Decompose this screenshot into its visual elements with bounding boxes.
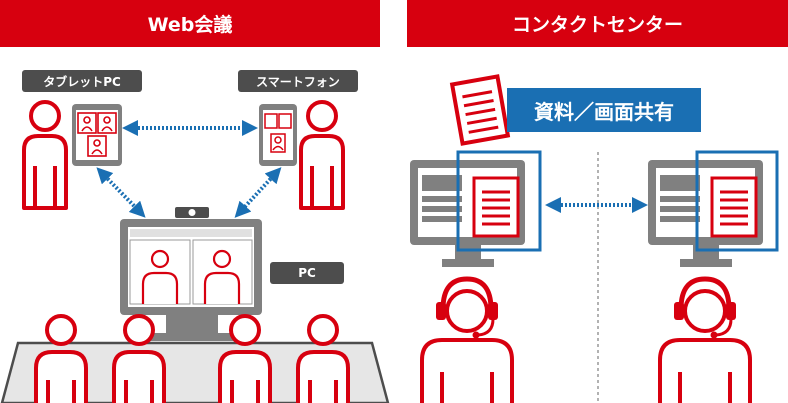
pc-label: PC: [270, 262, 344, 284]
sync-arrow: [234, 167, 282, 218]
conference-monitor-icon: [120, 219, 262, 341]
operator-monitor-icon: [410, 150, 542, 267]
camera-icon: [175, 207, 209, 218]
tablet-label: タブレットPC: [22, 70, 142, 92]
contact-center-header: コンタクトセンター: [407, 0, 788, 47]
attendee-icon: [296, 314, 350, 403]
smartphone-icon: [259, 104, 297, 166]
attendee-icon: [34, 314, 88, 403]
person-icon: [299, 100, 345, 210]
smartphone-label: スマートフォン: [238, 70, 358, 92]
web-meeting-header: Web会議: [0, 0, 380, 47]
attendee-icon: [112, 314, 166, 403]
meeting-table: [0, 341, 390, 403]
share-badge: 資料／画面共有: [507, 88, 701, 132]
document-icon: [449, 74, 511, 146]
tablet-icon: [72, 104, 122, 166]
sync-arrow: [96, 167, 146, 218]
person-icon: [22, 100, 68, 210]
operator-headset-icon: [658, 276, 752, 403]
attendee-icon: [218, 314, 272, 403]
operator-headset-icon: [420, 276, 514, 403]
customer-monitor-icon: [648, 150, 779, 267]
